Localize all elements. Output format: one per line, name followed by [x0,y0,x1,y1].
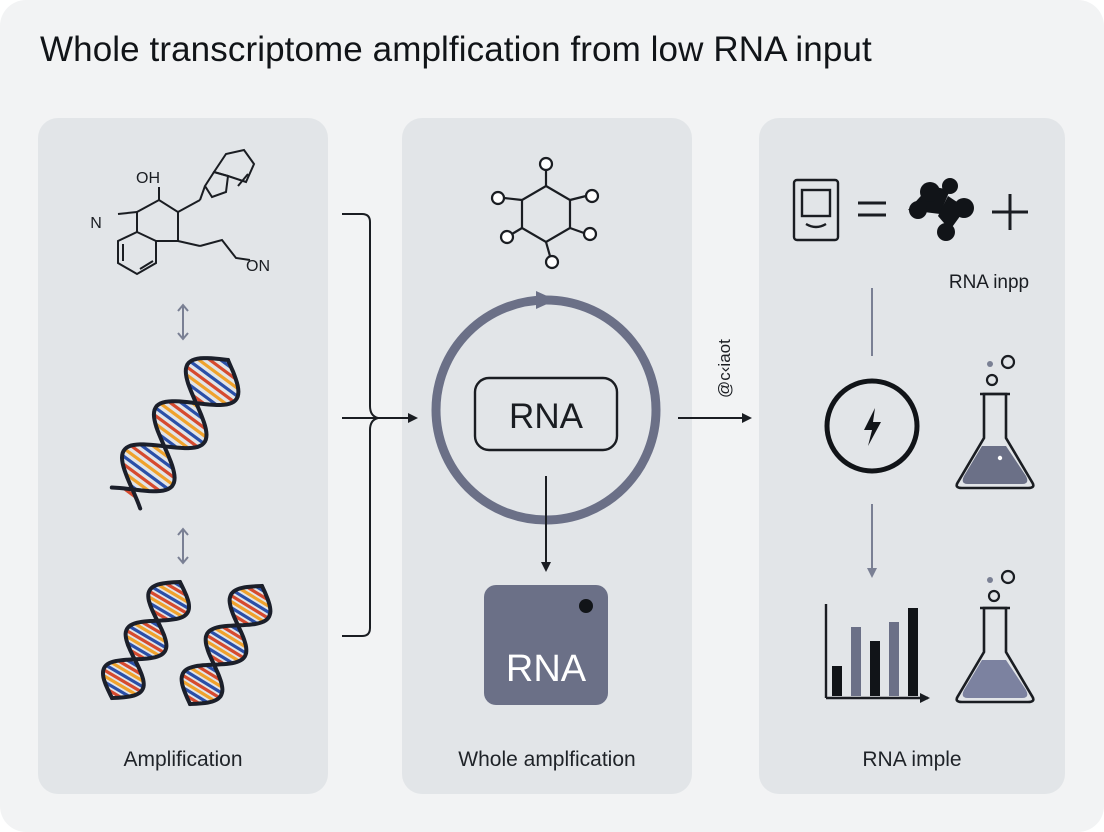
dna-base-pair [154,406,205,445]
dna-base-pair [208,629,247,655]
dna-base-pair [154,422,190,450]
dna-base-pair [189,360,239,398]
dna-base-pair [139,443,175,471]
dna-base-pair [147,595,184,619]
caption-whole-amplification: Whole amplfication [458,748,636,771]
arrow-label: @c‹iaot [715,339,734,398]
dna-backbone [119,356,230,511]
dna-base-pair [228,599,265,623]
plus-icon [992,194,1028,230]
dna-base-pair [187,382,218,407]
flask-icon [955,354,1035,490]
dna-base-pair [184,669,223,695]
rna-label-box [473,376,619,452]
dna-icon [109,356,241,511]
dna-icon [179,584,273,706]
dna-icon [100,580,192,700]
dna-base-pair [157,583,190,604]
dna-base-pair [205,633,245,660]
dna-base-pair [102,673,138,697]
dna-base-pair [124,472,151,493]
hydroxyl-label: OH [136,170,160,187]
dna-base-pair [185,365,235,403]
dna-base-pair [167,400,207,431]
dna-base-pair [229,606,259,625]
rna-output-label: RNA [506,648,587,690]
dna-base-pair [229,593,269,620]
dna-base-pair [233,589,272,615]
dna-backbone [188,584,273,706]
flask-icon [955,569,1035,704]
dna-base-pair [178,400,204,420]
dna-base-pair [125,629,165,654]
dna-base-pair [121,453,170,491]
dna-base-pair [189,666,224,689]
dna-base-pair [214,626,247,649]
dna-base-pair [102,668,142,693]
dna-base-pair [124,634,161,658]
dna-base-pair [140,620,165,637]
dna-base-pair [121,462,161,493]
equation-label: RNA inpp [949,272,1029,293]
caption-rna-sample: RNA imple [862,748,962,771]
dna-base-pair [204,639,240,663]
dna-base-pair [128,624,167,650]
dna-base-pair [133,622,167,644]
dna-backbone [109,358,241,494]
dna-backbone [110,580,192,700]
dna-base-pair [129,444,176,480]
dna-backbone [179,584,264,706]
hexagon-molecule-icon [490,156,600,270]
dna-base-pair [110,661,145,683]
dna-base-pair [105,663,145,689]
tablet-icon [792,178,840,242]
dna-base-pair [206,646,234,665]
dna-base-pair [196,664,222,682]
dna-base-pair [221,625,246,642]
double-arrow-icon [177,527,189,565]
bracket-connector [342,213,418,637]
page-title: Whole transcriptome amplfication from lo… [40,30,872,69]
dna-base-pair [148,601,178,621]
dna-base-pair [148,589,188,615]
caption-amplification: Amplification [123,748,243,771]
nitroso-label: ON [246,258,270,275]
dna-base-pair [117,659,143,676]
dna-base-pair [196,357,240,391]
double-arrow-icon [177,303,189,341]
dna-base-pair [238,587,271,609]
equals-icon [858,201,886,217]
dna-base-pair [185,372,228,406]
dna-base-pair [182,686,209,704]
dna-base-pair [206,356,237,381]
chemical-structure-icon [117,148,256,276]
dna-base-pair [123,447,174,487]
molecule-cluster-icon [908,178,974,241]
dna-base-pair [152,413,199,449]
dna-base-pair [246,585,269,602]
rna-output-box [484,585,608,705]
bar-chart-icon [824,604,930,703]
dna-backbone [100,580,182,700]
dna-base-pair [103,680,131,698]
power-icon [824,378,920,474]
dna-base-pair [126,641,154,660]
rna-cycle-label: RNA [509,397,584,436]
dna-base-pair [180,679,216,703]
dna-base-pair [159,402,208,439]
dna-base-pair [151,585,190,611]
dna-base-pair [164,581,188,597]
dna-base-pair [181,673,221,699]
amine-label: N [90,215,102,232]
